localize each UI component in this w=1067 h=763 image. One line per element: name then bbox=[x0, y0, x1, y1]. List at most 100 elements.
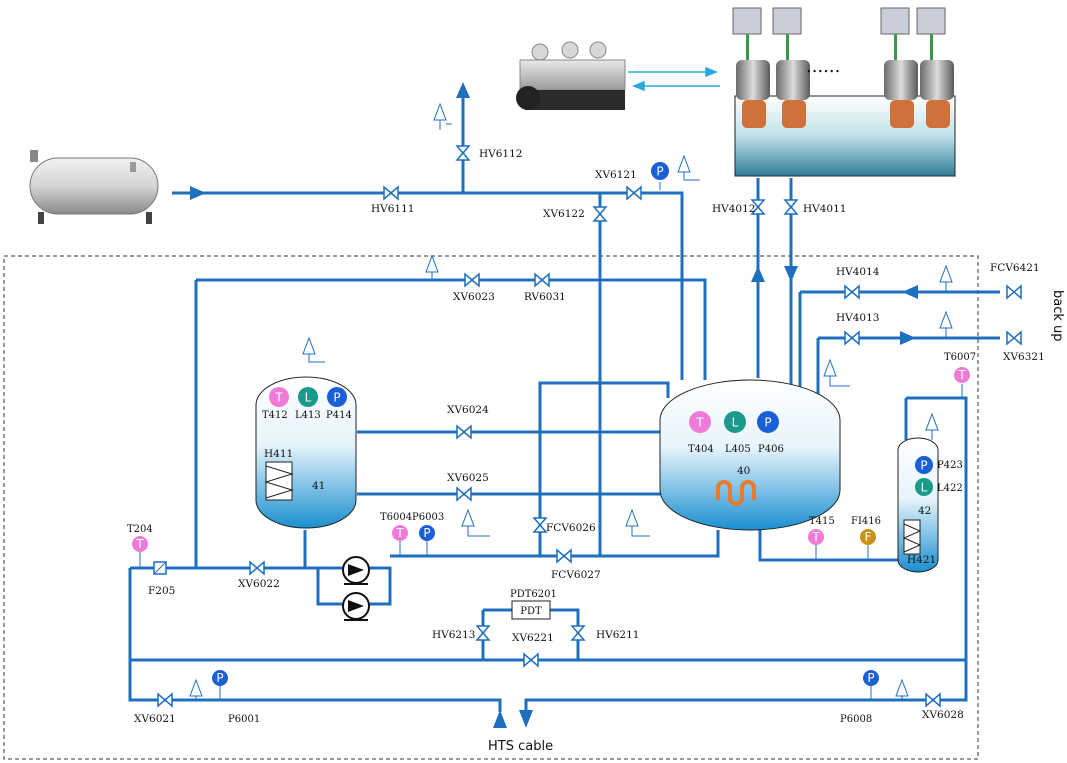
instrument-t204: T bbox=[132, 536, 148, 552]
instrument-lines bbox=[139, 182, 963, 700]
vessel-40 bbox=[659, 379, 841, 531]
pressure-relief-valve-icon bbox=[461, 508, 490, 537]
pressure-relief-valve-icon bbox=[425, 254, 439, 280]
instrument-p414: P bbox=[327, 387, 347, 407]
label-t6007: T6007 bbox=[944, 352, 976, 363]
label-p6003: P6003 bbox=[412, 512, 444, 523]
label-t412: T412 bbox=[262, 410, 288, 421]
label-xv6321: XV6321 bbox=[1003, 351, 1045, 363]
label-hv4013: HV4013 bbox=[836, 312, 879, 324]
pressure-symbol: P bbox=[333, 391, 340, 405]
instrument-t412: T bbox=[269, 387, 289, 407]
label-fcv6421: FCV6421 bbox=[990, 262, 1040, 274]
label-rv6031: RV6031 bbox=[524, 291, 566, 303]
label-hv6111: HV6111 bbox=[371, 203, 414, 215]
label-xv6122: XV6122 bbox=[543, 208, 585, 220]
instrument-l422: L bbox=[915, 478, 933, 496]
gate-valve-icon bbox=[1006, 284, 1022, 300]
level-symbol: L bbox=[921, 481, 928, 495]
relief-valves bbox=[189, 102, 953, 700]
instrument-p406: P bbox=[757, 411, 779, 433]
pdt-transmitter bbox=[511, 600, 551, 620]
pressure-relief-valve-icon bbox=[625, 508, 650, 537]
label-xv6021: XV6021 bbox=[134, 713, 176, 725]
gate-valve-icon bbox=[249, 560, 265, 576]
label-l405: L405 bbox=[725, 444, 751, 455]
label-t204: T204 bbox=[127, 524, 153, 535]
label-fcv6026: FCV6026 bbox=[546, 522, 596, 534]
chiller-unit-icon bbox=[516, 41, 626, 110]
gate-valve-icon bbox=[532, 517, 548, 533]
label-hv6112: HV6112 bbox=[479, 148, 522, 160]
pressure-symbol: P bbox=[764, 416, 771, 430]
gate-valve-icon bbox=[570, 625, 586, 641]
gate-valve-icon bbox=[750, 199, 766, 215]
instrument-t6007: T bbox=[954, 367, 970, 383]
cryocooler-cold-head-icon bbox=[916, 7, 954, 128]
label-xv6022: XV6022 bbox=[238, 578, 280, 590]
label-p6008: P6008 bbox=[840, 714, 872, 725]
label-xv6121: XV6121 bbox=[595, 169, 637, 181]
instrument-p6001: P bbox=[212, 670, 228, 686]
pressure-symbol: P bbox=[216, 671, 223, 685]
instrument-p-top: P bbox=[651, 162, 669, 180]
arrow-down-icon bbox=[784, 266, 798, 282]
label-hv6211: HV6211 bbox=[596, 629, 639, 641]
cryostat-bath bbox=[734, 95, 956, 177]
instrument-p6003: P bbox=[419, 525, 435, 541]
label-t415: T415 bbox=[809, 516, 835, 527]
label-vessel-40: 40 bbox=[737, 465, 750, 477]
label-pdt: PDT bbox=[520, 606, 542, 617]
temperature-symbol: T bbox=[135, 537, 144, 551]
label-xv6025: XV6025 bbox=[447, 472, 489, 484]
temperature-symbol: T bbox=[395, 526, 404, 540]
back-up-label: back up bbox=[1050, 290, 1065, 342]
pressure-symbol: P bbox=[423, 526, 430, 540]
label-t6004: T6004 bbox=[380, 512, 412, 523]
pressure-symbol: P bbox=[656, 165, 663, 179]
gate-valve-icon bbox=[556, 548, 572, 564]
valve-symbols bbox=[157, 145, 1022, 708]
equipment-labels: H411 41 40 42 H421 F205 bbox=[148, 448, 936, 597]
pipe-network bbox=[128, 95, 1000, 712]
gate-valve-icon bbox=[475, 625, 491, 641]
label-h421: H421 bbox=[907, 554, 936, 566]
instrument-labels: T412 L413 P414 T404 L405 P406 T6004 P600… bbox=[127, 352, 976, 725]
cryocooler-cold-head-icon bbox=[732, 7, 770, 128]
horizontal-gas-storage-tank-icon bbox=[29, 150, 159, 224]
temperature-symbol: T bbox=[695, 416, 704, 430]
cryocooler-cold-head-icon bbox=[772, 7, 810, 128]
label-t404: T404 bbox=[688, 444, 714, 455]
gate-valve-icon bbox=[844, 330, 860, 346]
electric-heater-icon bbox=[903, 519, 921, 555]
pressure-relief-valve-icon bbox=[939, 264, 953, 292]
gate-valve-icon bbox=[534, 272, 550, 288]
label-hv4012: HV4012 bbox=[712, 203, 755, 215]
instrument-t6004: T bbox=[392, 525, 408, 541]
cryocooler-cold-head-group bbox=[732, 7, 954, 128]
instrument-p423: P bbox=[915, 456, 933, 474]
level-symbol: L bbox=[732, 416, 739, 430]
instrument-p6008: P bbox=[863, 670, 879, 686]
pressure-symbol: P bbox=[920, 459, 927, 473]
gate-valve-icon bbox=[464, 272, 480, 288]
system-boundary bbox=[3, 255, 979, 760]
label-vessel-42: 42 bbox=[918, 505, 931, 517]
pressure-relief-valve-icon bbox=[677, 154, 700, 181]
cold-head-ellipsis: ...... bbox=[806, 56, 840, 77]
instrument-l405: L bbox=[724, 411, 746, 433]
arrow-left-icon bbox=[902, 285, 918, 299]
label-hv4014: HV4014 bbox=[836, 266, 880, 278]
temperature-symbol: T bbox=[957, 368, 966, 382]
instrument-t404: T bbox=[689, 411, 711, 433]
label-vessel-41: 41 bbox=[312, 480, 325, 492]
gate-valve-icon bbox=[383, 185, 399, 201]
label-fcv6027: FCV6027 bbox=[551, 569, 601, 581]
arrow-down-icon bbox=[519, 710, 533, 728]
instrument-l413: L bbox=[298, 387, 318, 407]
arrow-right-icon bbox=[190, 186, 206, 200]
gate-valve-icon bbox=[844, 284, 860, 300]
pressure-relief-valve-icon bbox=[823, 358, 850, 387]
gate-valve-icon bbox=[592, 206, 608, 222]
arrow-up-icon bbox=[493, 710, 507, 728]
